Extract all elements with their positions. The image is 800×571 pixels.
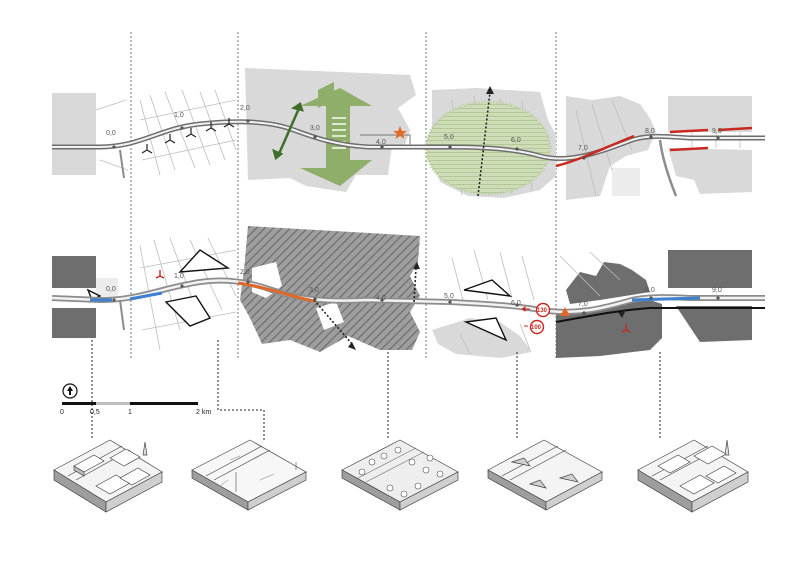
top-red-highlights — [555, 126, 753, 168]
scale-label: 2 km — [196, 409, 211, 416]
speed-limit-130: 130 — [537, 308, 548, 314]
leader-lines — [91, 340, 661, 440]
warning-triangle-icon — [560, 307, 570, 316]
km-label: 7,0 — [578, 145, 588, 152]
scale-label: 0,5 — [90, 409, 100, 416]
bottom-dark-areas — [52, 250, 752, 358]
speed-limit-100: 100 — [531, 325, 542, 331]
arrow-head-icon — [348, 342, 356, 350]
km-label: 0,0 — [106, 130, 116, 137]
km-label: 3,0 — [309, 287, 319, 294]
bottom-km-dots — [112, 280, 720, 315]
speed-limit-signs: 130 100 — [521, 302, 551, 335]
km-label: 1,0 — [174, 273, 184, 280]
forest-hatched-area — [240, 226, 420, 352]
km-label: 5,0 — [444, 134, 454, 141]
km-label: 7,0 — [578, 301, 588, 308]
block-urban-left — [53, 439, 163, 513]
star-icon — [393, 126, 407, 139]
block-forest — [341, 439, 459, 511]
km-label: 4,0 — [376, 139, 386, 146]
wildlife-crossing-icon — [272, 102, 304, 161]
top-map: 0,0 1,0 2,0 3,0 4,0 5,0 6,0 7,0 8,0 9,0 — [52, 68, 765, 200]
top-km-labels: 0,0 1,0 2,0 3,0 4,0 5,0 6,0 7,0 8,0 9,0 — [106, 105, 722, 152]
arrow-head-icon — [413, 262, 420, 269]
bottom-road — [51, 277, 765, 331]
section-dividers — [130, 32, 557, 360]
km-label: 1,0 — [174, 112, 184, 119]
red-marker-icons — [155, 270, 631, 333]
km-label: 6,0 — [511, 300, 521, 307]
bottom-map: 130 100 0,0 1,0 — [51, 226, 765, 358]
top-dotted-arrow — [477, 91, 491, 197]
scale-bar: 0 0,5 1 2 km — [60, 383, 211, 416]
wind-turbine-icons — [141, 118, 235, 154]
bottom-dotted-arrows — [313, 267, 417, 345]
block-fields — [191, 439, 307, 511]
km-label: 2,0 — [240, 105, 250, 112]
km-label: 2,0 — [240, 269, 250, 276]
bottom-outline-shapes — [86, 249, 513, 342]
arrow-head-icon — [618, 312, 625, 318]
scale-label: 1 — [128, 409, 132, 416]
scale-label: 0 — [60, 409, 64, 416]
km-label: 8,0 — [645, 287, 655, 294]
bottom-km-labels: 0,0 1,0 2,0 3,0 4,0 5,0 6,0 7,0 8,0 9,0 — [106, 269, 722, 308]
km-label: 6,0 — [511, 137, 521, 144]
bottom-streets — [139, 237, 621, 355]
top-km-dots — [112, 119, 720, 160]
km-label: 8,0 — [645, 128, 655, 135]
arrow-head-icon — [486, 86, 494, 94]
top-road — [52, 119, 765, 197]
block-open-land — [487, 439, 603, 511]
km-label: 5,0 — [444, 293, 454, 300]
km-label: 9,0 — [712, 128, 722, 135]
km-label: 0,0 — [106, 286, 116, 293]
bottom-highlights — [90, 281, 701, 303]
block-urban-right — [637, 439, 749, 513]
km-label: 4,0 — [376, 295, 386, 302]
km-label: 9,0 — [712, 287, 722, 294]
bottom-light-areas — [96, 278, 532, 358]
km-label: 3,0 — [310, 125, 320, 132]
